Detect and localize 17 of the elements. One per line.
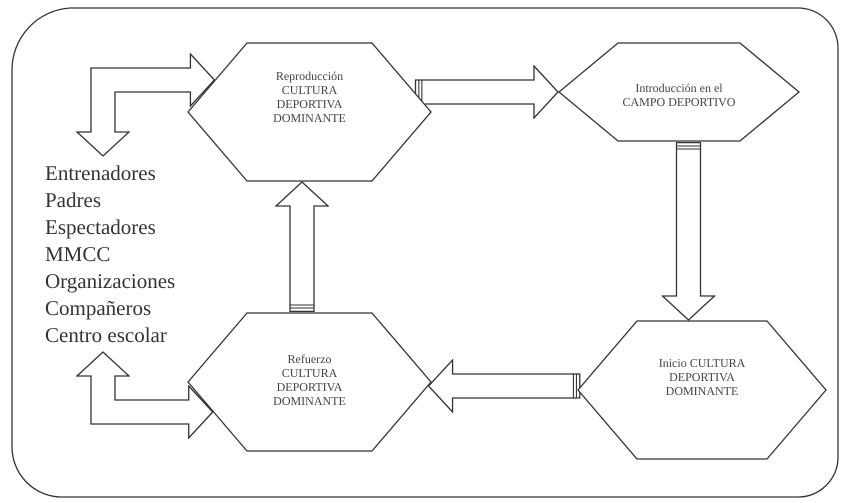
bent-block-arrow — [76, 53, 216, 157]
agent-list-item: Compañeros — [45, 295, 152, 322]
block-arrow — [414, 65, 559, 119]
agent-list-item: Centro escolar — [45, 322, 167, 349]
agent-list-item: Espectadores — [45, 214, 156, 241]
agent-list-item: Entrenadores — [45, 160, 156, 187]
agent-list-item: MMCC — [45, 241, 110, 268]
agent-list-item: Padres — [45, 187, 101, 214]
block-arrow — [662, 142, 716, 321]
hexagon-label: Introducción en el CAMPO DEPORTIVO — [622, 81, 736, 109]
hexagon-label: Reproducción CULTURA DEPORTIVA DOMINANTE — [272, 69, 347, 125]
agent-list-item: Organizaciones — [45, 268, 176, 295]
block-arrow — [428, 359, 580, 413]
hexagon-label: Inicio CULTURA DEPORTIVA DOMINANTE — [658, 356, 746, 398]
hexagon-label: Refuerzo CULTURA DEPORTIVA DOMINANTE — [272, 352, 347, 408]
block-arrow — [275, 181, 329, 312]
bent-block-arrow — [76, 351, 214, 439]
